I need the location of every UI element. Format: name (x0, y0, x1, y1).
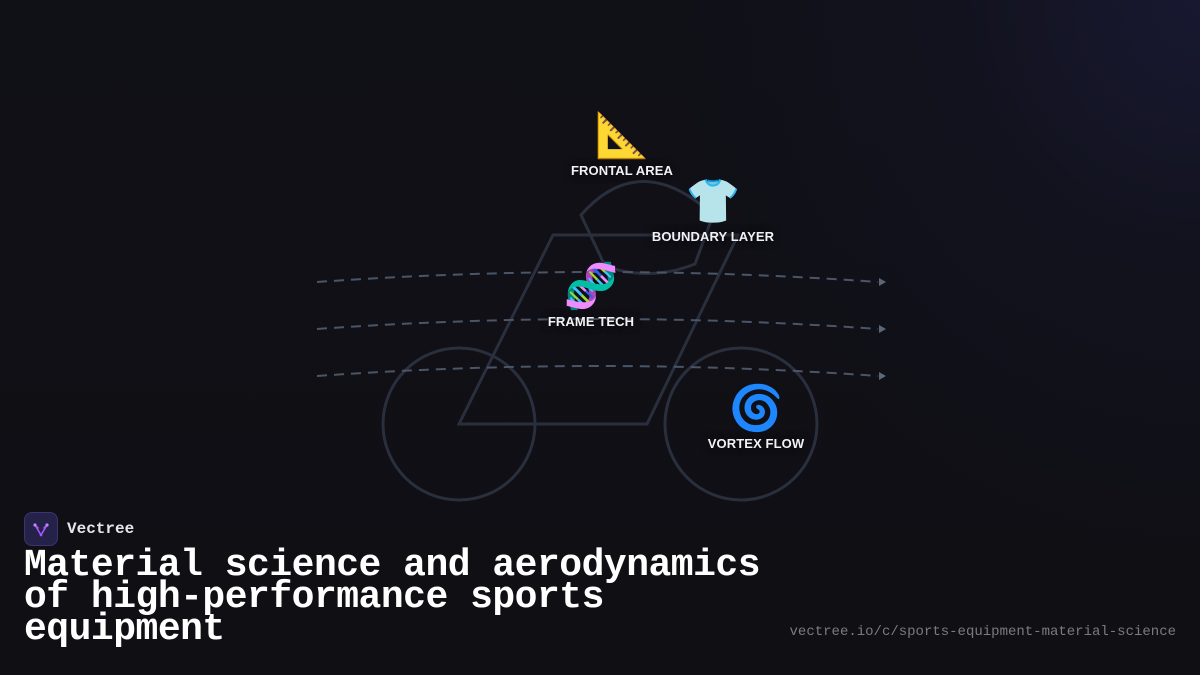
node-label: BOUNDARY LAYER (651, 229, 775, 244)
node-label: FRONTAL AREA (570, 163, 674, 178)
dna-icon: 🧬 (563, 261, 619, 312)
airflow-line-1 (316, 271, 879, 283)
airflow-line-2 (316, 318, 879, 330)
node-vortex-flow: 🌀 VORTEX FLOW (707, 383, 805, 452)
brand[interactable]: Vectree (24, 512, 134, 546)
node-frontal-area: 📐 FRONTAL AREA (570, 110, 674, 179)
node-boundary-layer: 👕 BOUNDARY LAYER (651, 176, 775, 245)
node-frame-tech: 🧬 FRAME TECH (547, 261, 635, 330)
bike-frame (456, 233, 741, 426)
arrow-head-icon (879, 325, 886, 333)
vectree-logo-icon (24, 512, 58, 546)
airflow-arrows (879, 278, 886, 380)
node-label: FRAME TECH (547, 314, 635, 329)
arrow-head-icon (879, 278, 886, 286)
triangular-ruler-icon: 📐 (594, 110, 650, 161)
cyclone-icon: 🌀 (728, 383, 784, 434)
airflow-line-3 (316, 365, 879, 377)
brand-name: Vectree (67, 520, 135, 538)
source-url[interactable]: vectree.io/c/sports-equipment-material-s… (789, 624, 1176, 640)
page-title: Material science and aerodynamics of hig… (24, 544, 761, 651)
arrow-head-icon (879, 372, 886, 380)
node-label: VORTEX FLOW (707, 436, 805, 451)
airflow-lines (316, 271, 879, 377)
t-shirt-icon: 👕 (685, 176, 741, 227)
front-wheel (663, 346, 819, 502)
